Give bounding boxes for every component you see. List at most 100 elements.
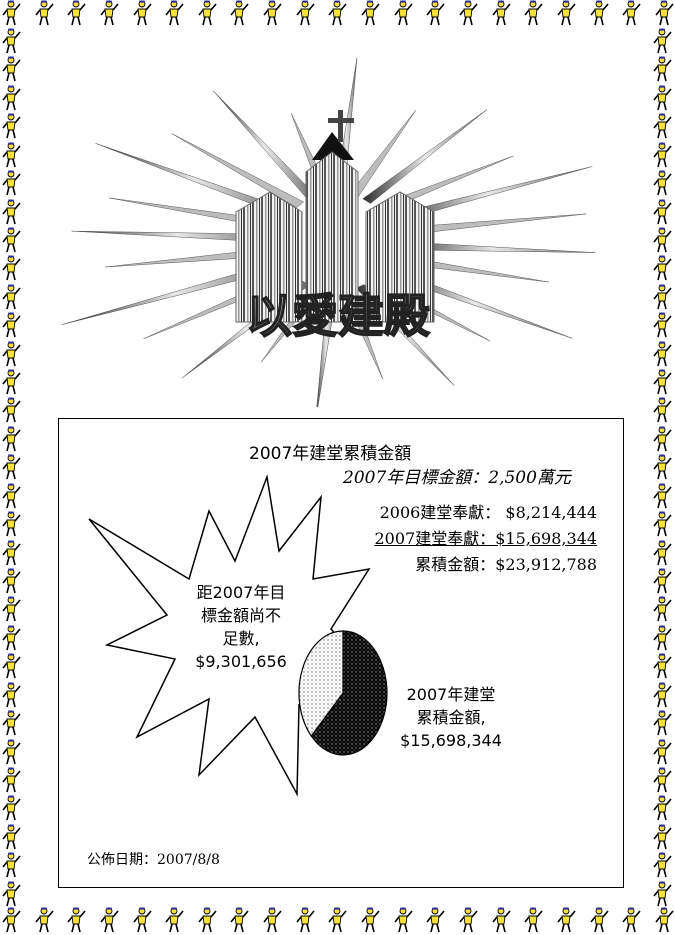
waving-person-icon [2,511,21,537]
waving-person-icon [653,540,672,565]
waving-person-icon [2,199,21,224]
waving-person-icon [653,341,672,366]
church-sunburst-logo: 以愛建殿 [61,57,596,407]
waving-person-icon [2,682,21,707]
waving-person-icon [2,454,21,480]
waving-person-icon [2,767,21,793]
waving-person-icon [361,907,380,933]
waving-person-icon [67,907,86,933]
waving-person-icon [524,0,543,26]
waving-person-icon [426,907,445,933]
waving-person-icon [2,142,21,167]
waving-person-icon [328,0,348,26]
pie-slice [310,630,388,756]
waving-person-icon [653,881,672,906]
waving-person-icon [296,907,315,933]
waving-person-icon [2,824,21,850]
waving-person-icon [2,426,21,452]
waving-person-icon [653,739,672,764]
waving-person-icon [653,596,672,622]
publish-date: 公佈日期：2007/8/8 [87,852,220,868]
waving-person-icon [557,907,576,933]
waving-person-icon [2,907,21,933]
waving-person-icon [524,907,543,933]
waving-person-icon [230,907,250,933]
waving-person-icon [35,0,54,26]
waving-person-icon [557,0,576,26]
waving-person-icon [2,28,21,54]
waving-person-icon [2,653,21,679]
waving-person-icon [2,369,21,395]
border-bottom [0,907,675,935]
waving-person-icon [653,56,672,82]
waving-person-icon [2,795,21,821]
waving-person-icon [2,710,21,736]
waving-person-icon [132,0,152,26]
waving-person-icon [100,907,119,933]
waving-person-icon [2,170,21,196]
waving-person-icon [653,255,672,281]
label-shortfall-line: 標金額尚不 [200,606,281,625]
waving-person-icon [2,284,21,309]
waving-person-icon [2,625,21,651]
waving-person-icon [655,0,674,26]
waving-person-icon [2,540,21,565]
chart-subtitle: 2007年目標金額：2,500萬元 [343,468,571,488]
waving-person-icon [653,483,672,508]
stat-cumulative: 累積金額：$23,912,788 [415,555,597,574]
stat-2006-offering: 2006建堂奉獻： $8,214,444 [379,503,597,522]
sunburst-ray [362,109,488,204]
waving-person-icon [2,255,21,281]
waving-person-icon [491,0,511,26]
chart-panel: 2007年建堂累積金額 2007年目標金額：2,500萬元 2006建堂奉獻： … [58,418,624,888]
waving-person-icon [653,710,672,736]
waving-person-icon [653,568,672,594]
waving-person-icon [2,852,21,878]
waving-person-icon [459,907,478,933]
waving-person-icon [426,0,445,26]
waving-person-icon [622,0,641,26]
church-building [235,110,435,323]
waving-person-icon [653,795,672,821]
waving-person-icon [653,170,672,196]
waving-person-icon [653,682,672,707]
waving-person-icon [132,907,152,933]
waving-person-icon [2,568,21,594]
waving-person-icon [653,369,672,395]
waving-person-icon [2,341,21,366]
waving-person-icon [2,56,21,82]
border-right [651,28,675,907]
waving-person-icon [100,0,119,26]
waving-person-icon [198,0,217,26]
waving-person-icon [35,907,54,933]
label-raised-line: 累積金額, [416,708,486,727]
waving-person-icon [589,0,609,26]
border-left [0,28,24,907]
chart-title: 2007年建堂累積金額 [249,444,412,464]
waving-person-icon [589,907,609,933]
emblem-lettering: 以愛建殿 [246,289,430,343]
waving-person-icon [2,483,21,508]
waving-person-icon [653,426,672,452]
waving-person-icon [655,907,674,933]
waving-person-icon [2,739,21,764]
label-shortfall-value: $9,301,656 [195,652,287,671]
waving-person-icon [653,312,672,338]
waving-person-icon [653,227,672,253]
waving-person-icon [653,199,672,224]
label-raised: 2007年建堂 累積金額, $15,698,344 [381,683,521,752]
waving-person-icon [2,312,21,338]
waving-person-icon [653,113,672,139]
waving-person-icon [653,824,672,850]
waving-person-icon [230,0,250,26]
waving-person-icon [653,28,672,54]
waving-person-icon [653,142,672,167]
waving-person-icon [2,0,21,26]
waving-person-icon [491,907,511,933]
waving-person-icon [2,227,21,253]
waving-person-icon [198,907,217,933]
waving-person-icon [653,454,672,480]
label-raised-value: $15,698,344 [400,731,502,750]
waving-person-icon [263,0,282,26]
label-shortfall: 距2007年目 標金額尚不 足數, $9,301,656 [177,581,305,673]
